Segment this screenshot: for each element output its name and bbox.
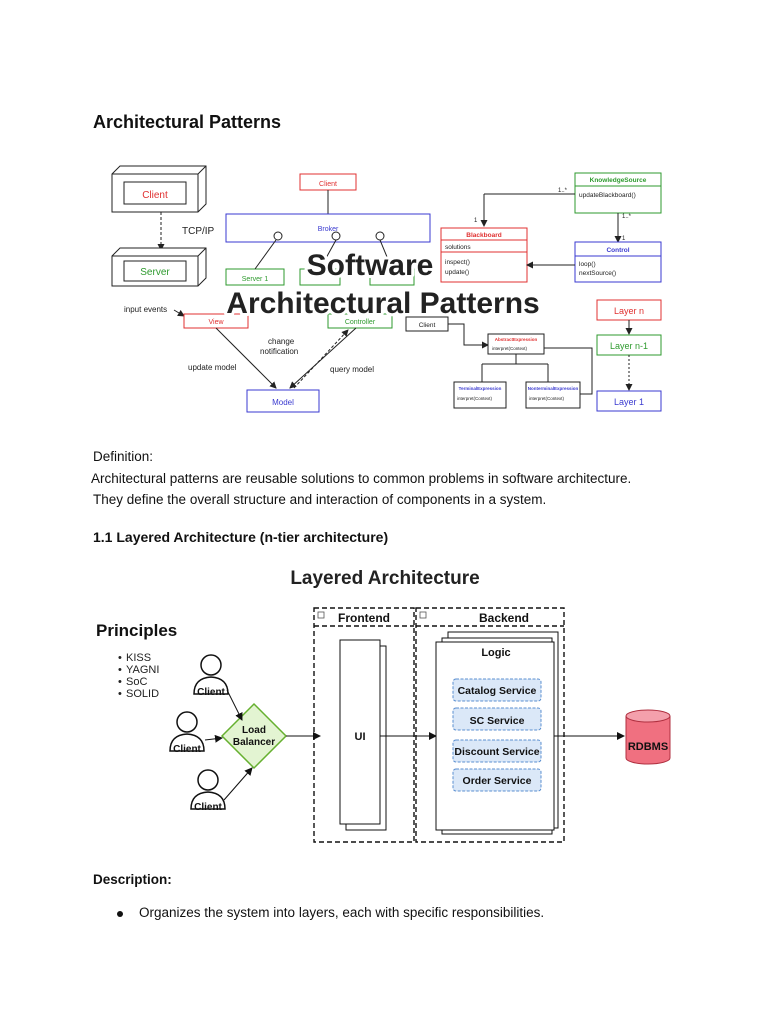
svg-text:Layer n-1: Layer n-1 [610,341,648,351]
architectural-patterns-diagram: Client TCP/IP Server Client Broker Serve… [111,165,662,413]
svg-text:Architectural Patterns: Architectural Patterns [226,287,539,320]
svg-text:Client: Client [419,322,436,329]
blackboard-pattern: KnowledgeSource updateBlackboard() 1..* … [440,172,662,283]
svg-text:loop(): loop() [579,261,596,268]
definition-line-1: Architectural patterns are reusable solu… [91,471,632,486]
server-box-label: Server [140,267,170,278]
svg-text:Software: Software [307,249,434,282]
svg-text:Backend: Backend [479,611,529,625]
description-label: Description: [93,872,172,887]
rdbms-cylinder: RDBMS [625,709,671,765]
svg-text:interpret(Context): interpret(Context) [457,396,493,401]
svg-text:Catalog Service: Catalog Service [458,685,537,697]
load-balancer: Load Balancer [220,702,288,770]
svg-text:Client: Client [173,744,201,755]
svg-text:Control: Control [606,247,629,254]
svg-text:YAGNI: YAGNI [126,664,159,676]
svg-text:input events: input events [124,305,167,314]
svg-text:SoC: SoC [126,676,147,688]
svg-text:update(): update() [445,269,469,276]
client-figure-3: Client [190,769,226,813]
broker-pattern: Client Broker Server 1 [225,173,431,286]
frontend-container: Frontend UI [313,607,415,843]
layers-pattern: Layer n Layer n-1 Layer 1 [596,299,662,412]
svg-text:Layer n: Layer n [614,306,644,316]
principles-list: • KISS • YAGNI • SoC • SOLID [118,652,159,700]
svg-text:Load: Load [242,725,266,736]
svg-text:1: 1 [622,236,626,242]
svg-text:1..*: 1..* [622,214,632,220]
svg-text:•: • [118,652,122,664]
svg-text:Discount Service: Discount Service [454,746,539,758]
client-figure-2: Client [169,711,205,755]
svg-text:•: • [118,664,122,676]
definition-line-2: They define the overall structure and in… [93,492,547,507]
svg-text:interpret(Context): interpret(Context) [529,396,565,401]
svg-text:Client: Client [197,687,225,698]
interpreter-pattern: Client AbstractExpression interpret(Cont… [405,316,593,409]
client-box-label: Client [142,190,168,201]
diagram-overlay-title: Software Software Architectural Patterns… [223,246,542,323]
svg-text:1: 1 [474,218,478,224]
svg-text:Software: Software [307,249,434,282]
svg-text:Blackboard: Blackboard [466,232,501,239]
svg-text:1..*: 1..* [558,188,568,194]
svg-text:Architectural Patterns: Architectural Patterns [226,287,539,320]
section-heading: 1.1 Layered Architecture (n-tier archite… [93,529,389,545]
svg-text:SOLID: SOLID [126,688,159,700]
svg-text:change: change [268,337,295,346]
svg-text:nextSource(): nextSource() [579,270,616,277]
svg-text:Order Service: Order Service [463,775,532,787]
svg-text:updateBlackboard(): updateBlackboard() [579,192,636,199]
svg-text:solutions: solutions [445,244,471,251]
svg-text:AbstractExpression: AbstractExpression [495,337,538,342]
svg-text:UI: UI [355,731,366,743]
tcp-ip-label: TCP/IP [182,226,215,237]
svg-text:Logic: Logic [481,647,510,659]
client-server-pattern: Client TCP/IP Server [111,165,215,287]
mvc-pattern: input events View Controller change noti… [124,305,393,413]
svg-text:NonterminalExpression: NonterminalExpression [528,386,579,391]
svg-text:•: • [118,676,122,688]
svg-text:Model: Model [272,398,294,407]
svg-text:query model: query model [330,365,374,374]
svg-text:Layer 1: Layer 1 [614,397,644,407]
page-heading: Architectural Patterns [93,112,282,132]
client-figure-1: Client [193,654,229,698]
svg-text:Server 1: Server 1 [242,276,269,283]
definition-label: Definition: [93,449,154,464]
svg-text:notification: notification [260,347,298,356]
svg-text:RDBMS: RDBMS [628,741,668,753]
bullet-item: Organizes the system into layers, each w… [139,905,545,920]
layered-title: Layered Architecture [290,568,479,589]
svg-text:View: View [208,319,224,326]
svg-text:Broker: Broker [318,226,339,233]
service-list: Catalog Service SC Service Discount Serv… [452,678,542,792]
svg-text:KnowledgeSource: KnowledgeSource [590,177,647,184]
svg-text:Balancer: Balancer [233,737,275,748]
layered-architecture-diagram: Layered Architecture Principles • KISS • Y… [96,568,671,843]
svg-text:Frontend: Frontend [338,611,390,625]
svg-text:Controller: Controller [345,319,376,326]
svg-text:SC Service: SC Service [470,715,525,727]
svg-text:Client: Client [194,802,222,813]
svg-text:interpret(Context): interpret(Context) [492,346,528,351]
svg-text:•: • [118,688,122,700]
svg-text:Client: Client [319,181,337,188]
backend-container: Backend Logic [415,607,565,843]
bullet-icon [117,911,123,917]
svg-text:inspect(): inspect() [445,259,470,266]
svg-text:TerminalExpression: TerminalExpression [459,386,502,391]
svg-text:KISS: KISS [126,652,151,664]
svg-text:update model: update model [188,363,237,372]
principles-title: Principles [96,621,177,640]
